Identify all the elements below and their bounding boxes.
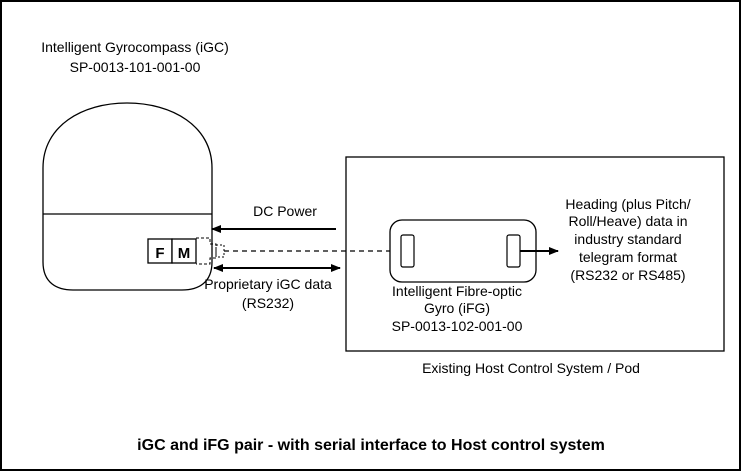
output-line-3: industry standard (574, 231, 681, 247)
output-line-4: telegram format (579, 249, 677, 265)
ifg-name-line2: Gyro (iFG) (424, 300, 490, 316)
connector-plug-tip (215, 244, 225, 258)
host-system-label: Existing Host Control System / Pod (422, 360, 640, 376)
dc-power-label: DC Power (253, 203, 317, 219)
host-system-box (345, 156, 725, 352)
output-line-5: (RS232 or RS485) (570, 267, 685, 283)
ifg-name-line1: Intelligent Fibre-optic (392, 283, 522, 299)
ifg-part-number: SP-0013-102-001-00 (392, 318, 523, 334)
igc-part-number: SP-0013-101-001-00 (70, 59, 201, 75)
output-line-1: Heading (plus Pitch/ (565, 196, 690, 212)
connector-f-label: F (155, 245, 164, 262)
igc-data-label-line2: (RS232) (242, 295, 294, 311)
connector-m-box (171, 238, 197, 264)
connector-m-label: M (178, 245, 191, 262)
output-description: Heading (plus Pitch/ Roll/Heave) data in… (565, 196, 690, 283)
igc-data-label-line1: Proprietary iGC data (204, 276, 332, 292)
output-line-2: Roll/Heave) data in (568, 213, 687, 229)
igc-name: Intelligent Gyrocompass (iGC) (41, 39, 229, 55)
connector-fm: F M (147, 237, 225, 265)
ifg-gyro-unit (389, 219, 537, 283)
diagram-caption: iGC and iFG pair - with serial interface… (137, 437, 605, 454)
ifg-port-left (400, 234, 415, 268)
ifg-port-right (506, 234, 521, 268)
